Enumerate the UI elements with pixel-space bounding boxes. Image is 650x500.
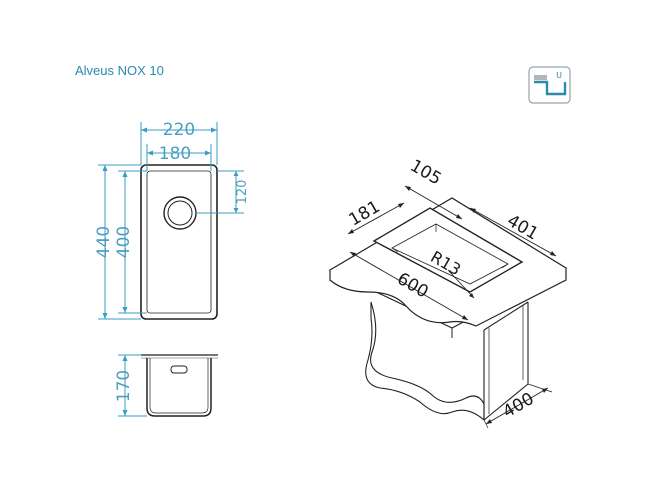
product-title: Alveus NOX 10	[75, 63, 164, 78]
dim-depth: 170	[114, 354, 147, 417]
overflow-slot	[170, 365, 188, 374]
dim-height-outer: 440	[94, 164, 141, 320]
countertop-front-edge	[329, 268, 567, 327]
dim-drain-offset: 120	[196, 170, 250, 214]
dim-label-440: 440	[94, 226, 114, 258]
dim-width-outer: 220	[140, 120, 218, 165]
iso-dim-400: 400	[483, 383, 553, 429]
undermount-sink-icon: U	[528, 66, 571, 104]
side-view: 170	[114, 354, 218, 417]
dim-label-105: 105	[406, 156, 444, 190]
dim-label-181: 181	[345, 197, 383, 231]
drain-inner	[167, 200, 193, 226]
dim-label-120: 120	[235, 180, 250, 205]
bowl-outer-outline	[140, 164, 218, 320]
icon-letter: U	[556, 71, 562, 80]
dim-label-cab-400: 400	[499, 389, 537, 423]
dim-height-inner: 400	[114, 170, 147, 314]
dim-label-220: 220	[163, 120, 195, 140]
dim-label-170: 170	[114, 370, 134, 402]
drain-outer	[163, 196, 197, 230]
dim-label-180: 180	[159, 144, 191, 164]
iso-view: 105 181 401 R13 600 400	[328, 156, 568, 429]
bowl-inner-outline	[146, 170, 212, 314]
bowl-profile	[146, 358, 212, 417]
top-view: 220 180 440 400	[94, 120, 250, 320]
dim-width-inner: 180	[146, 144, 212, 171]
dim-label-400: 400	[114, 226, 134, 258]
cabinet-right-side	[483, 301, 529, 421]
sink-cutout	[372, 207, 524, 293]
